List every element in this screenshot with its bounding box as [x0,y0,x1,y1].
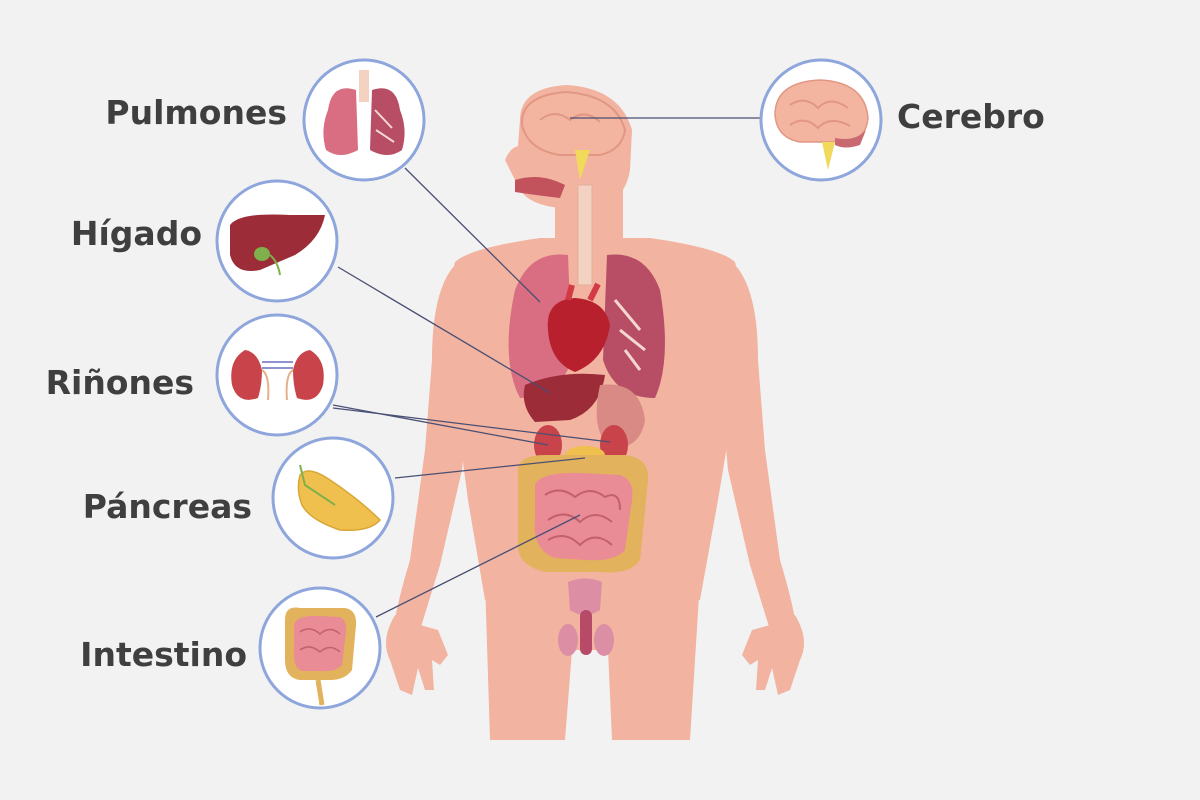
lungs-icon [302,58,426,182]
leader-line-kidneys-2 [332,407,611,443]
body-organs [508,90,665,656]
leader-line-intestine [375,514,581,618]
brain-icon [759,58,883,182]
leader-lines [332,117,764,618]
leader-line-lungs [404,167,541,303]
leader-line-pancreas [394,457,586,479]
leader-line-kidneys-1 [332,404,549,446]
label-pulmones: Pulmones [105,93,287,132]
label-higado: Hígado [70,214,202,253]
label-intestino: Intestino [80,635,247,674]
label-pancreas: Páncreas [82,487,252,526]
liver-icon [215,179,339,303]
pancreas-icon [271,436,395,560]
leader-line-liver [337,266,551,394]
label-rinones: Riñones [45,363,194,402]
label-cerebro: Cerebro [897,97,1045,136]
intestine-icon [258,586,382,710]
kidneys-icon [215,313,339,437]
